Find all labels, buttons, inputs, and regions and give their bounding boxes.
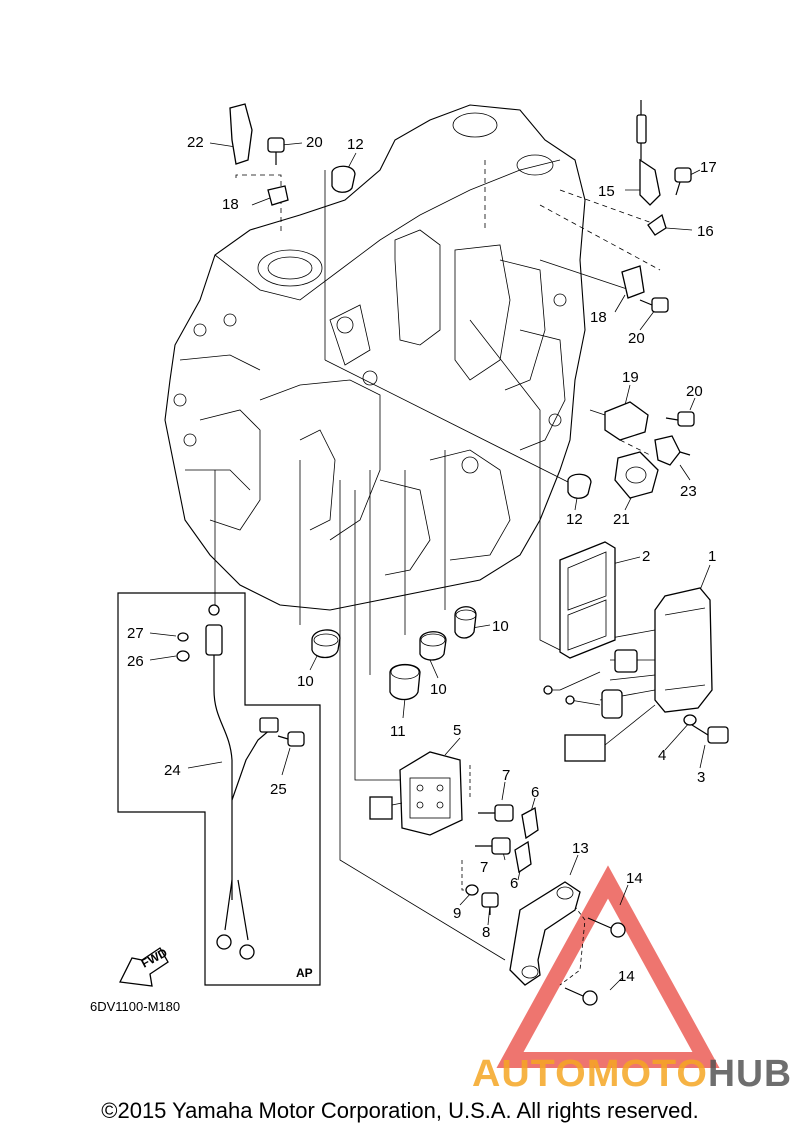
clamp-10-c: [419, 631, 447, 661]
clamp-10-b: [454, 606, 477, 639]
callout-10c: 10: [430, 681, 447, 698]
callout-5: 5: [453, 722, 461, 739]
callout-19: 19: [622, 369, 639, 386]
callout-25: 25: [270, 781, 287, 798]
inset-label: AP: [296, 966, 313, 980]
reference-lines: [214, 160, 667, 986]
callout-10b: 10: [492, 618, 509, 635]
callout-20a: 20: [306, 134, 323, 151]
bracket-13: [509, 881, 581, 986]
bolt-3: [691, 724, 729, 744]
callout-10a: 10: [297, 673, 314, 690]
clamp-12-upper: [331, 165, 356, 193]
callout-9: 9: [453, 905, 461, 922]
holder-21: [614, 451, 659, 499]
bolt-8: [481, 892, 499, 915]
terminal-block: [369, 751, 463, 836]
fwd-arrow-icon: FWD: [119, 945, 170, 987]
callout-15: 15: [598, 183, 615, 200]
callout-6b: 6: [510, 875, 518, 892]
stay-16: [647, 213, 667, 236]
callout-16: 16: [697, 223, 714, 240]
nut-26: [176, 650, 190, 662]
callout-17: 17: [700, 159, 717, 176]
bolt-17: [674, 167, 692, 196]
bolt-25: [277, 731, 305, 747]
callout-26: 26: [127, 653, 144, 670]
callout-14a: 14: [626, 870, 643, 887]
bolt-20-top: [267, 137, 285, 165]
watermark-part1: AUTOMOTO: [472, 1053, 708, 1095]
callout-18a: 18: [222, 196, 239, 213]
callout-21: 21: [613, 511, 630, 528]
bolt-20-lower: [665, 411, 695, 427]
callout-8: 8: [482, 924, 490, 941]
callout-20c: 20: [686, 383, 703, 400]
gasket: [559, 541, 616, 659]
callout-27: 27: [127, 625, 144, 642]
callout-7a: 7: [502, 767, 510, 784]
holder-18-right: [621, 265, 645, 299]
callout-7b: 7: [480, 859, 488, 876]
holder-18-upper: [267, 185, 289, 206]
battery-cable-24: [205, 604, 279, 960]
clamp-10-a: [311, 629, 341, 659]
callout-1: 1: [708, 548, 716, 565]
callout-12b: 12: [566, 511, 583, 528]
callout-13: 13: [572, 840, 589, 857]
bolt-7-lower: [475, 837, 511, 855]
bracket-19: [604, 401, 649, 441]
callout-labels: 1 2 3 4 5 6 6 7 7 8 9 10 10 10 11 12 12 …: [127, 134, 717, 985]
bolt-20-right: [639, 297, 669, 313]
diagram-code: 6DV1100-M180: [90, 999, 180, 1014]
screw-14-lower: [564, 987, 598, 1006]
callout-4: 4: [658, 747, 666, 764]
copyright-notice: ©2015 Yamaha Motor Corporation, U.S.A. A…: [101, 1098, 699, 1123]
callout-18b: 18: [590, 309, 607, 326]
clip-6-lower: [514, 840, 532, 874]
clamp-11: [389, 663, 421, 701]
leader-lines: [149, 142, 711, 991]
clamp-12-lower: [567, 473, 592, 499]
clip-6-upper: [521, 806, 539, 840]
bolt-7-upper: [478, 804, 514, 822]
callout-14b: 14: [618, 968, 635, 985]
watermark-triangle: [496, 865, 720, 1068]
holder-22: [229, 103, 253, 165]
washer-27: [177, 632, 189, 642]
callout-11: 11: [390, 723, 406, 740]
engine-block: [164, 104, 586, 611]
callout-6a: 6: [531, 784, 539, 801]
washer-4: [683, 714, 697, 726]
inset-box: [117, 592, 321, 986]
callout-23: 23: [680, 483, 697, 500]
washer-9: [465, 884, 479, 896]
callout-3: 3: [697, 769, 705, 786]
cdi-unit: [543, 587, 713, 762]
callout-2: 2: [642, 548, 650, 565]
watermark-text: AUTOMOTO HUB: [472, 1053, 792, 1095]
callout-22: 22: [187, 134, 204, 151]
callout-12a: 12: [347, 136, 364, 153]
callout-20b: 20: [628, 330, 645, 347]
callout-24: 24: [164, 762, 181, 779]
watermark-part2: HUB: [708, 1053, 792, 1095]
screw-14-upper: [587, 917, 626, 938]
sensor-15: [636, 100, 661, 206]
sensor-23: [654, 435, 691, 466]
